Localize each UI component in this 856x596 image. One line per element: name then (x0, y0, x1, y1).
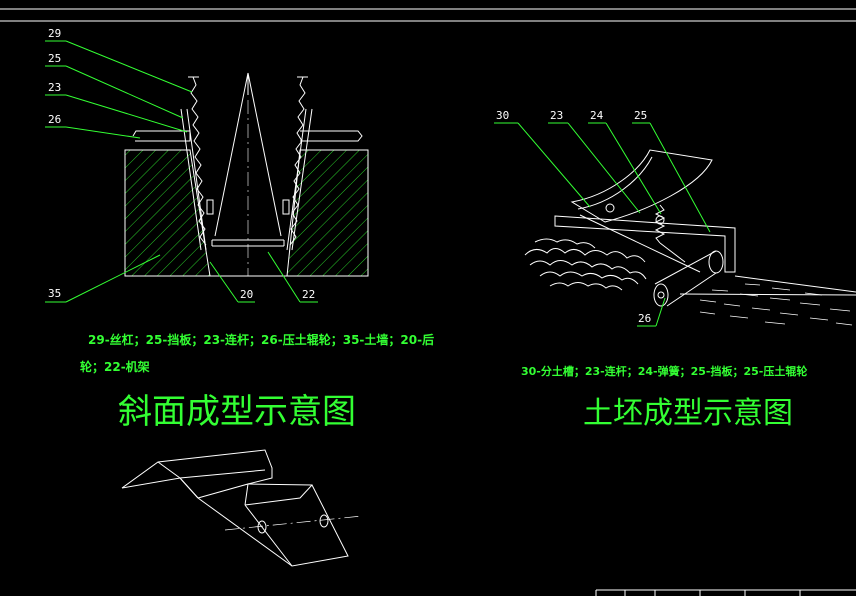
callout-20: 20 (240, 288, 253, 301)
callout-23: 23 (48, 81, 61, 94)
right-caption: 30-分土槽；23-连杆；24-弹簧；25-挡板；25-压土辊轮 (521, 364, 807, 378)
lead-screw-right (289, 76, 306, 246)
callout-30: 30 (496, 109, 509, 122)
left-caption-line-2: 轮；22-机架 (80, 359, 150, 374)
press-roller (653, 250, 724, 307)
callout-26: 26 (48, 113, 61, 126)
callout-22: 22 (302, 288, 315, 301)
callout-24: 24 (590, 109, 604, 122)
callout-25: 25 (48, 52, 61, 65)
lead-screw-left (190, 76, 207, 246)
left-leaders (45, 40, 318, 303)
callout-29: 29 (48, 27, 61, 40)
callout-35: 35 (48, 287, 61, 300)
left-caption-line-1: 29-丝杠；25-挡板；23-连杆；26-压土辊轮；35-土墙；20-后 (88, 332, 434, 347)
press-plate-right (300, 130, 363, 142)
soil-wall-left (124, 149, 211, 277)
curved-baffle (570, 149, 713, 223)
press-plate-left (132, 130, 191, 142)
right-leaders (494, 122, 711, 327)
left-title: 斜面成型示意图 (118, 392, 356, 432)
soil-strip-texture (699, 283, 853, 326)
soil-wall-right (286, 149, 369, 277)
drawing-frame (0, 8, 856, 596)
callout-23-right: 23 (550, 109, 563, 122)
right-title: 土坯成型示意图 (583, 396, 793, 431)
soil-clods (524, 238, 647, 291)
incline-forming-section (124, 72, 369, 277)
plow-blade-sketch (121, 449, 363, 567)
callout-25-right: 25 (634, 109, 647, 122)
soil-block-forming-view (524, 149, 856, 326)
callout-26-right: 26 (638, 312, 651, 325)
